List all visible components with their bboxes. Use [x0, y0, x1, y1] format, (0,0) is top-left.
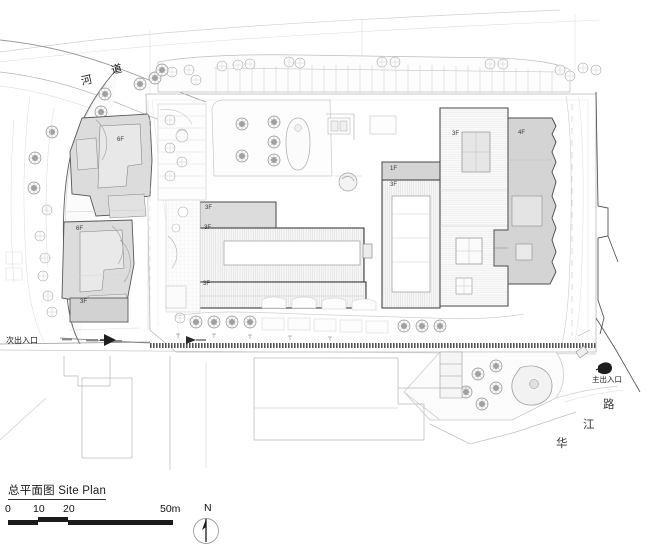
entry-arrow	[186, 336, 206, 344]
secondary-entrance-marker	[100, 334, 116, 346]
floor-label-central-south: 3F	[203, 281, 210, 287]
southeast-road-edges	[403, 385, 625, 445]
context-north	[0, 9, 601, 96]
central-courtyard-paving	[165, 199, 201, 324]
south-context-plots	[0, 356, 470, 470]
floor-label-central-mid: 3F	[204, 225, 211, 231]
west-parking-bays	[157, 103, 207, 201]
drawing-title-cn: 总平面图	[8, 485, 55, 497]
floor-label-nw-lower: 6F	[76, 226, 83, 232]
building-central-main	[195, 227, 373, 283]
north-courtyard	[211, 99, 397, 192]
secondary-entrance-label: 次出入口	[6, 335, 38, 345]
floor-label-annex-1f: 1F	[390, 166, 397, 172]
southeast-plaza	[403, 329, 612, 421]
floor-label-annex-3f: 3F	[390, 182, 397, 188]
east-drive	[561, 91, 641, 393]
scale-tick-50m: 50m	[160, 503, 181, 515]
floor-label-layer: 6F 6F 3F 3F 3F 3F 1F 3F 3F 4F	[76, 130, 525, 305]
scale-tick-20: 20	[63, 503, 75, 515]
street-label-char3: 华	[556, 436, 568, 450]
building-east-tower	[439, 107, 509, 307]
north-parking	[157, 54, 571, 93]
west-landscape-detail	[5, 107, 55, 283]
site-plan-svg: 河 道 次出入口 主出入口 路 江 华 6F 6F 3F 3F 3F 3F 1F 3F 3F 4F	[0, 9, 641, 470]
building-central-north	[199, 201, 277, 229]
building-cluster-west	[61, 113, 153, 331]
street-label-char1: 路	[603, 397, 615, 411]
plan-drawing-area: 河 道 次出入口 主出入口 路 江 华 6F 6F 3F 3F 3F 3F 1F 3F 3F 4F	[0, 9, 641, 470]
scale-bar-graphic	[8, 517, 173, 525]
north-label: N	[204, 502, 212, 514]
river-label-2: 道	[110, 61, 124, 77]
south-landscape	[175, 296, 525, 334]
floor-label-east-block: 4F	[518, 130, 525, 136]
floor-label-nw-upper: 6F	[117, 137, 124, 143]
drawing-title: 总平面图 Site Plan	[8, 482, 107, 500]
floor-label-east-tower: 3F	[452, 131, 459, 137]
main-entrance-label: 主出入口	[592, 374, 622, 384]
river-label: 河	[80, 73, 94, 88]
street-label-char2: 江	[583, 417, 595, 431]
main-entrance-marker	[595, 362, 612, 375]
building-east-block	[493, 117, 557, 285]
scale-tick-10: 10	[33, 503, 45, 515]
floor-label-sw-block: 3F	[80, 299, 87, 305]
caption-block: 总平面图 Site Plan 0 10 20 50m N	[0, 470, 650, 544]
scale-tick-0: 0	[5, 503, 11, 515]
drawing-title-en: Site Plan	[58, 485, 107, 497]
floor-label-central-north: 3F	[205, 205, 212, 211]
